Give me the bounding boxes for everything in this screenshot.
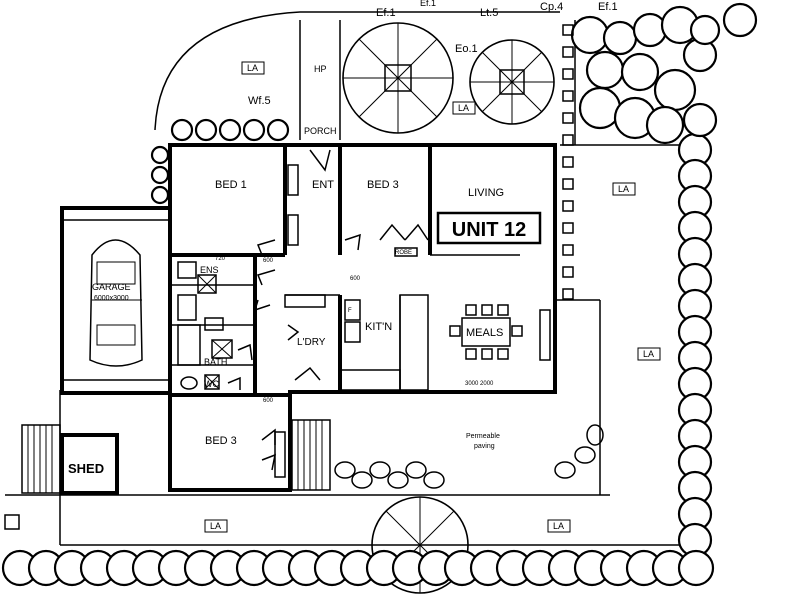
shrub-marker-icon	[562, 90, 574, 102]
shrub-icon	[645, 105, 685, 145]
shrub-marker-icon	[562, 244, 574, 256]
unit-title-box	[436, 211, 542, 245]
shrub-icon	[194, 118, 218, 142]
shrub-icon	[632, 12, 668, 48]
shrub-icon	[242, 118, 266, 142]
la-label-2: LA	[458, 103, 469, 113]
paving-shrubs	[334, 424, 604, 489]
shrub-icon	[682, 102, 718, 138]
shed-label: SHED	[68, 461, 104, 476]
garage-dims-label: 6000x3000	[94, 295, 129, 302]
ens-label: ENS	[200, 265, 219, 275]
small-marks: ROBE 720 600 600 600 3000 2000 F	[215, 250, 494, 404]
shrub-marker-icon	[562, 46, 574, 58]
garage	[60, 206, 172, 395]
window-mark-3: 600	[263, 398, 274, 404]
porch-label: PORCH	[304, 126, 337, 136]
shrub-marker-icon	[562, 222, 574, 234]
ldry-w-mark: F	[348, 308, 352, 314]
shrub-icon	[585, 50, 625, 90]
wc-label: WC	[204, 379, 219, 389]
plant-code-wf5: Wf.5	[248, 95, 271, 107]
shrub-icon	[602, 20, 638, 56]
bed1-label: BED 1	[215, 179, 247, 191]
bathroom-fixtures	[177, 261, 233, 390]
shrub-icon	[689, 14, 721, 46]
unit-title: UNIT 12	[452, 219, 526, 241]
bath-label: BATH	[204, 357, 227, 367]
ent-label: ENT	[312, 179, 334, 191]
shrub-marker-icon	[562, 200, 574, 212]
tree-icon-left	[342, 22, 454, 134]
shrub-icon	[150, 145, 170, 165]
plant-code-cp4: Cp.4	[540, 1, 563, 13]
hedge-shrubs	[1, 2, 758, 587]
shrub-icon	[150, 165, 170, 185]
la-label-3: LA	[618, 184, 629, 194]
shrub-marker-icon	[562, 68, 574, 80]
tree-icon-right	[469, 39, 555, 125]
shrub-icon	[722, 2, 758, 38]
door-swings	[227, 149, 429, 471]
robes	[274, 164, 551, 478]
la-label-1: LA	[247, 63, 258, 73]
hp-label: HP	[314, 64, 327, 74]
shrub-icon	[620, 52, 660, 92]
paving-label-2: paving	[474, 443, 495, 450]
shrub-marker-icon	[562, 178, 574, 190]
plant-code-labels: Ef.1 Eo.1 Lt.5 Cp.4 Ef.1 Wf.5 Ef.1	[248, 0, 618, 107]
shrub-marker-icon	[562, 288, 574, 300]
shrub-marker-icon	[562, 266, 574, 278]
bed3-top-label: BED 3	[367, 179, 399, 191]
plant-code-ef1-left: Ef.1	[376, 7, 396, 19]
shrub-marker-icon	[562, 134, 574, 146]
shrub-marker-icon	[562, 156, 574, 168]
meals-dim-mark: 3000 2000	[465, 381, 494, 387]
plant-code-lt5: Lt.5	[480, 7, 498, 19]
window-mark-4: 600	[350, 276, 361, 282]
shrub-marker-icon	[562, 24, 574, 36]
la-label-5: LA	[210, 521, 221, 531]
bed3-bottom-label: BED 3	[205, 435, 237, 447]
window-mark-2: 600	[263, 258, 274, 264]
shrub-icon	[578, 86, 622, 130]
house-walls	[168, 143, 557, 492]
meals-label: MEALS	[466, 327, 503, 339]
car-icon	[89, 239, 143, 367]
room-labels: BED 1 BED 3 BED 3 LIVING ENT KIT'N MEALS…	[68, 64, 504, 476]
la-label-4: LA	[643, 349, 654, 359]
ldry-label: L'DRY	[297, 337, 326, 348]
robe-mark: ROBE	[395, 250, 412, 256]
shrub-icon	[677, 549, 715, 587]
shrub-icon	[218, 118, 242, 142]
shed	[4, 419, 331, 530]
living-label: LIVING	[468, 187, 504, 199]
landscape-labels: LA LA LA LA LA LA	[204, 61, 661, 533]
garage-label: GARAGE	[92, 282, 131, 292]
plant-code-ef1-right: Ef.1	[598, 1, 618, 13]
shrub-icon	[653, 68, 697, 112]
window-mark-1: 720	[215, 256, 226, 262]
paving-label-1: Permeable	[466, 433, 500, 440]
meals-table	[449, 304, 523, 360]
la-label-6: LA	[553, 521, 564, 531]
plant-code-eo1: Eo.1	[455, 43, 478, 55]
plant-code-ef1-top: Ef.1	[420, 0, 436, 8]
shrub-icon	[170, 118, 194, 142]
kitchen-label: KIT'N	[365, 321, 392, 333]
shrub-icon	[150, 185, 170, 205]
shrub-marker-icon	[562, 112, 574, 124]
shrub-icon	[266, 118, 290, 142]
shrub-icon	[570, 15, 610, 55]
